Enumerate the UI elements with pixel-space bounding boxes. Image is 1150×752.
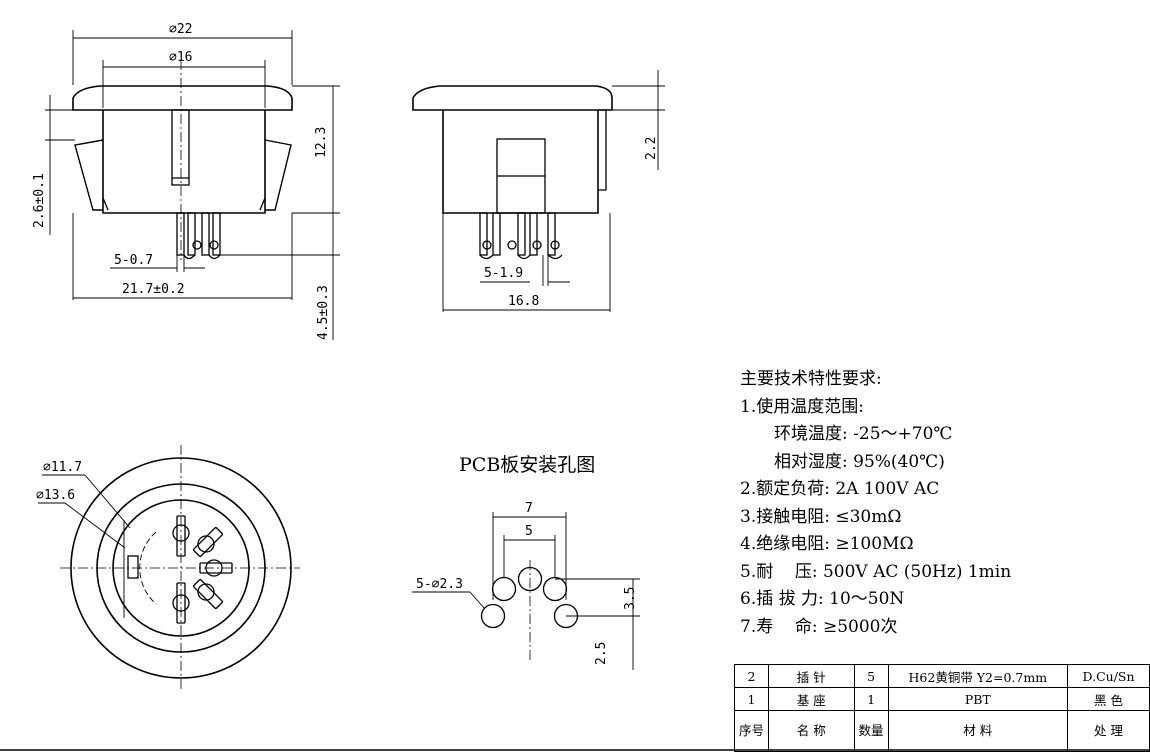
bom-qty: 5 [853,664,889,688]
dim-pin-pitch: 5-1.9 [484,266,523,281]
dim-pcb-7: 7 [525,501,533,516]
dim-2-2: 2.2 [644,137,659,160]
technical-specifications: 主要技术特性要求: 1.使用温度范围: 环境温度: -25～+70℃ 相对湿度:… [740,366,1011,641]
header-qty: 数量 [853,710,889,752]
dim-pcb-2-5: 2.5 [594,642,609,665]
dim-dia16: ⌀16 [169,50,192,65]
front-dimension-lines [45,30,340,340]
dim-hole-dia: 5-⌀2.3 [416,577,463,592]
bill-of-materials: 2 插 针 5 H62黄铜带 Y2=0.7mm D.Cu/Sn 1 基 座 1 … [734,664,1150,752]
spec-contact-resistance: 3.接触电阻: ≤30mΩ [740,506,902,527]
pcb-hole-pattern [480,560,579,660]
dim-dia22: ⌀22 [169,22,192,37]
bom-no: 1 [734,687,769,711]
pcb-title: PCB板安装孔图 [459,454,595,476]
spec-insertion-force: 6.插 拔 力: 10～50N [740,589,905,609]
spec-life: 7.寿 命: ≥5000次 [740,616,898,637]
table-row: 1 基 座 1 PBT 黑 色 [734,687,1150,711]
bom-material: H62黄铜带 Y2=0.7mm [887,664,1069,688]
bom-name: 基 座 [767,687,855,711]
spec-withstand-voltage: 5.耐 压: 500V AC (50Hz) 1min [740,561,1012,582]
bom-name: 插 针 [767,664,855,688]
dim-2-6: 2.6±0.1 [32,173,47,228]
header-name: 名 称 [767,710,855,752]
table-row: 2 插 针 5 H62黄铜带 Y2=0.7mm D.Cu/Sn [734,664,1150,688]
bottom-view [60,445,300,690]
spec-rated-load: 2.额定负荷: 2A 100V AC [740,479,940,499]
front-view [72,60,293,260]
dim-pcb-3-5: 3.5 [623,587,638,610]
table-header-row: 序号 名 称 数量 材 料 处 理 [734,710,1150,752]
pcb-dimension-lines [412,512,640,670]
spec-heading: 主要技术特性要求: [740,369,882,389]
spec-temperature-range: 1.使用温度范围: [740,396,864,417]
dim-dia13-6: ⌀13.6 [36,488,75,503]
bom-finish: 黑 色 [1067,687,1150,711]
bom-finish: D.Cu/Sn [1067,664,1150,688]
dim-21-7: 21.7±0.2 [122,282,185,297]
dim-16-8: 16.8 [508,294,539,309]
dim-4-5: 4.5±0.3 [316,285,331,340]
header-no: 序号 [734,710,769,752]
spec-insulation-resistance: 4.绝缘电阻: ≥100MΩ [740,534,914,554]
dim-dia11-7: ⌀11.7 [43,460,82,475]
bottom-leaders [38,474,131,549]
bom-qty: 1 [853,687,889,711]
spec-relative-humidity: 相对湿度: 95%(40℃) [774,451,945,472]
bom-no: 2 [734,664,769,688]
dim-pin-width: 5-0.7 [114,253,153,268]
side-view [412,85,613,260]
header-finish: 处 理 [1067,710,1150,752]
bom-material: PBT [887,687,1069,711]
header-material: 材 料 [887,710,1069,752]
side-dimension-lines [442,70,665,312]
dim-pcb-5: 5 [525,524,533,539]
dim-12-3: 12.3 [314,127,329,158]
spec-ambient-temperature: 环境温度: -25～+70℃ [774,424,953,444]
